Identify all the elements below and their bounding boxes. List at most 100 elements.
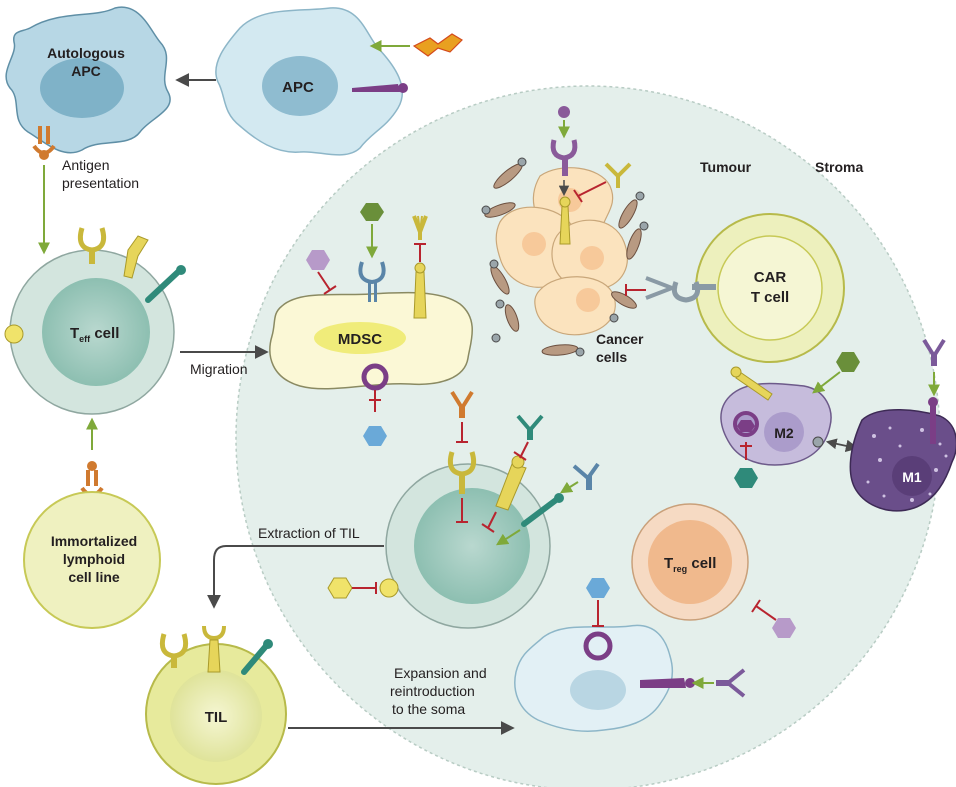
cancer-antigen-receptor-icon [550,106,578,176]
inhibition-marker-icon [573,181,607,203]
antigen-presentation-label-2: presentation [62,175,139,191]
treg-label: Treg cell [664,555,716,574]
expansion-label-3: to the soma [392,701,465,717]
immortalized-label-2: lymphoid [63,551,125,567]
car-receptor-icon [241,639,273,675]
immortalized-label-3: cell line [68,569,120,585]
ligand-icon [4,324,24,344]
presenting-receptor-icon [80,461,104,497]
antibody-icon [450,390,474,418]
inhibition-marker-icon [456,422,468,443]
purple-hexagon-ligand-icon [306,250,330,270]
stromal-fibroblast-icon [484,163,642,356]
teff-label: Teff cell [70,325,119,344]
car-t-cell: CAR T cell [625,213,845,363]
m2-macrophage: M2 [720,366,832,488]
hexagon-ligand-icon [737,420,755,432]
inhibition-marker-icon [592,600,604,627]
tcr-receptor-icon [123,235,149,279]
car-t-label-2: T cell [751,289,789,306]
car-receptor-icon [521,493,564,527]
apc-nucleus [262,56,338,116]
car-t-label-1: CAR [754,269,787,286]
cytokine-receptor-icon [77,227,107,264]
checkpoint-receptor-icon [413,262,427,319]
inhibition-marker-icon [352,582,377,594]
blue-receptor-icon [358,261,386,302]
m1-nucleus [892,456,932,496]
tumour-infiltrating-t-cell [379,451,564,629]
til-label: TIL [205,709,228,726]
treg-cell: Treg cell [631,503,749,621]
activation-arrow [495,529,521,546]
green-hexagon-ligand-icon [360,203,384,221]
inhibition-marker-icon [625,284,646,296]
m1-label: M1 [902,469,922,485]
til-nucleus [170,670,262,762]
treg-nucleus [648,520,732,604]
cancer-checkpoint-ligand-icon [559,196,571,245]
inhibition-marker-icon [751,599,777,621]
autologous-apc-label-2: APC [71,63,101,79]
antibody-icon [516,414,544,440]
inhibition-marker-icon [456,498,468,523]
tcr-receptor-icon [495,455,527,511]
antibody-icon [716,668,746,698]
blue-hexagon-ligand-icon [586,578,610,598]
m2-nucleus [764,412,804,452]
polarization-node [812,436,824,448]
danger-signal-icon [412,33,463,57]
til-nucleus [414,488,530,604]
immortalized-label-1: Immortalized [51,533,137,549]
cancer-cell-cluster: Cancer cells [481,106,649,365]
mdsc-nucleus [314,322,406,354]
tumour-label: Tumour [700,159,752,175]
autologous-apc-label-1: Autologous [47,45,125,61]
inhibition-marker-icon [317,271,337,295]
cytokine-receptor-icon [159,633,189,668]
teff-cell: Teff cell [4,227,186,415]
ring-receptor-icon [361,363,389,391]
expansion-label-2: reintroduction [390,683,475,699]
inhibition-marker-icon [414,243,426,262]
immortalized-cell-line: Immortalized lymphoid cell line [23,491,161,629]
green-hexagon-ligand-icon [836,352,860,372]
teff-nucleus [42,278,150,386]
ring-receptor-icon [583,631,613,661]
antibody-icon [572,462,600,490]
autologous-apc-cell: Autologous APC [5,6,171,160]
antibody-icon [604,162,632,188]
car-receptor-icon [145,265,186,303]
mdsc-label: MDSC [338,331,382,348]
mhc-receptor-icon [32,126,56,160]
inhibition-marker-icon [481,511,497,533]
fibroblast-nuclei [481,157,649,357]
m1-granules [866,426,948,502]
antigen-bound-receptor-icon [730,366,773,401]
stroma-label: Stroma [815,159,863,175]
extraction-label: Extraction of TIL [258,525,360,541]
cancer-cells-label-2: cells [596,349,627,365]
antibody-icon [412,215,428,240]
m1-macrophage: M1 [849,397,956,512]
inhibition-marker-icon [513,441,529,461]
til-cell: TIL [145,625,287,785]
apc-nucleus [40,58,124,118]
purple-hexagon-ligand-icon [772,618,796,638]
apc-cell: APC [215,7,408,156]
apc-label: APC [282,79,314,96]
cytokine-receptor-icon [447,451,477,494]
antigen-presentation-label-1: Antigen [62,157,109,173]
teal-hexagon-ligand-icon [734,468,758,488]
extraction-arrow [207,545,384,609]
ligand-icon [379,578,399,598]
chimeric-antigen-receptor-icon [645,276,716,303]
blue-hexagon-ligand-icon [363,426,387,446]
tcr-receptor-icon [202,625,226,673]
migration-label: Migration [190,361,248,377]
antibody-icon [922,338,946,366]
expansion-label-1: Expansion and [394,665,487,681]
cancer-cells-label-1: Cancer [596,331,644,347]
ligand-to-m2-arrow [812,371,841,394]
